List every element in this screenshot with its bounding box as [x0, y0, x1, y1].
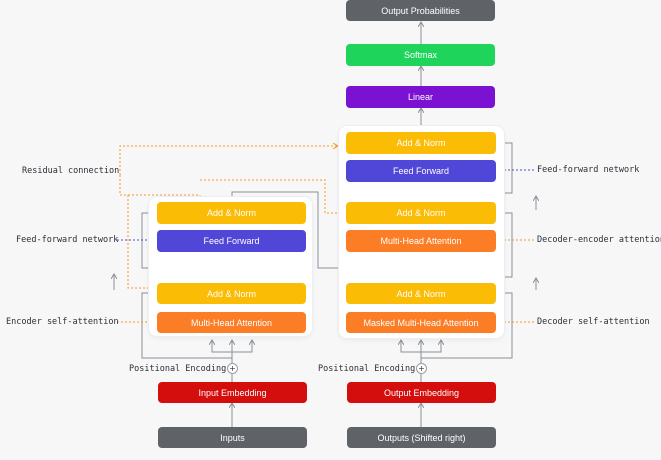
- encoder-positional-encoding-label: Positional Encoding: [129, 364, 227, 374]
- decoder-add-plus-icon: +: [416, 363, 427, 374]
- encoder-add-plus-icon: +: [227, 363, 238, 374]
- feed-forward-network-left-label: Feed-forward network: [16, 235, 119, 245]
- decoder-masked-attention: Masked Multi-Head Attention: [346, 312, 496, 333]
- decoder-encoder-attention-label: Decoder-encoder attention: [537, 235, 661, 245]
- output-embedding-box: Output Embedding: [347, 382, 496, 403]
- decoder-add-norm-top: Add & Norm: [346, 132, 496, 154]
- decoder-positional-encoding-label: Positional Encoding: [318, 364, 416, 374]
- input-embedding-box: Input Embedding: [158, 382, 307, 403]
- encoder-feed-forward: Feed Forward: [157, 230, 306, 252]
- softmax-box: Softmax: [346, 44, 495, 66]
- decoder-cross-attention: Multi-Head Attention: [346, 230, 496, 252]
- decoder-add-norm-bottom: Add & Norm: [346, 283, 496, 304]
- outputs-box: Outputs (Shifted right): [347, 427, 496, 448]
- decoder-feed-forward: Feed Forward: [346, 160, 496, 182]
- decoder-self-attention-label: Decoder self-attention: [537, 317, 650, 327]
- encoder-add-norm-top: Add & Norm: [157, 202, 306, 224]
- decoder-add-norm-mid: Add & Norm: [346, 202, 496, 224]
- feed-forward-network-right-label: Feed-forward network: [537, 165, 640, 175]
- encoder-self-attention-label: Encoder self-attention: [6, 317, 119, 327]
- residual-connection-label: Residual connection: [22, 166, 120, 176]
- linear-box: Linear: [346, 86, 495, 108]
- encoder-self-attention: Multi-Head Attention: [157, 312, 306, 333]
- inputs-box: Inputs: [158, 427, 307, 448]
- encoder-add-norm-bottom: Add & Norm: [157, 283, 306, 304]
- output-probabilities-box: Output Probabilities: [346, 0, 495, 21]
